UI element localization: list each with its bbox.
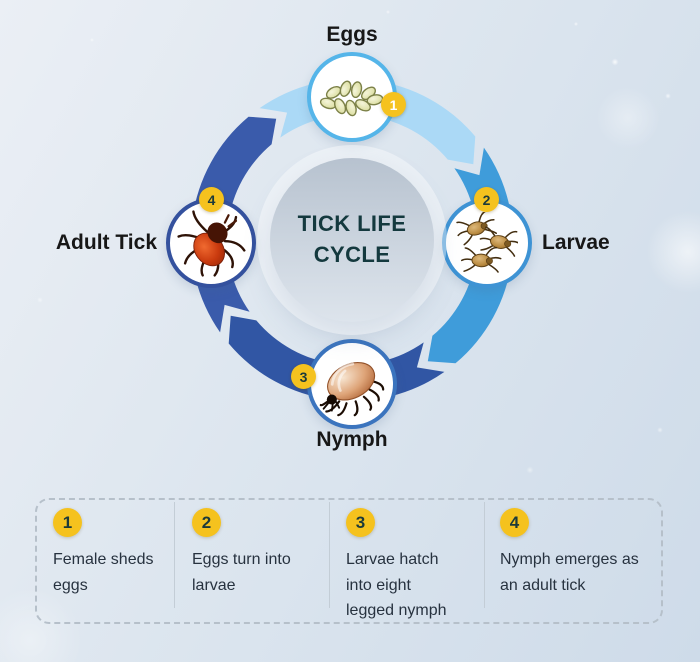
stage-circle-nymph: [307, 339, 397, 429]
legend-step-4: 4 Nymph emerges as an adult tick: [485, 500, 661, 622]
stage-circle-adult-tick: [166, 198, 256, 288]
adult-tick-icon: [177, 210, 246, 277]
nymph-icon: [319, 361, 385, 417]
stage-label-eggs: Eggs: [326, 23, 378, 46]
larvae-icon: [456, 212, 518, 274]
stage-badge-adult-tick: 4: [199, 187, 224, 212]
stage-badge-nymph: 3: [291, 364, 316, 389]
stage-badge-eggs: 1: [381, 92, 406, 117]
legend-step-number: 3: [346, 508, 375, 537]
legend-step-number: 1: [53, 508, 82, 537]
stage-label-nymph: Nymph: [316, 428, 388, 451]
legend-step-text: Larvae hatch into eight legged nymph: [346, 551, 447, 620]
legend-step-3: 3 Larvae hatch into eight legged nymph: [330, 500, 485, 622]
diagram-title: TICK LIFE CYCLE: [297, 211, 407, 267]
legend-step-number: 4: [500, 508, 529, 537]
stage-badge-larvae: 2: [474, 187, 499, 212]
legend-step-text: Female sheds eggs: [53, 551, 154, 594]
eggs-icon: [319, 80, 384, 117]
legend-step-text: Eggs turn into larvae: [192, 551, 291, 594]
legend-panel: 1 Female sheds eggs 2 Eggs turn into lar…: [35, 498, 663, 624]
legend-step-2: 2 Eggs turn into larvae: [175, 500, 330, 622]
legend-step-number: 2: [192, 508, 221, 537]
center-circle: TICK LIFE CYCLE: [270, 158, 434, 322]
stage-label-adult-tick: Adult Tick: [55, 231, 157, 254]
legend-step-text: Nymph emerges as an adult tick: [500, 551, 639, 594]
legend-step-1: 1 Female sheds eggs: [37, 500, 175, 622]
stage-label-larvae: Larvae: [542, 231, 610, 254]
